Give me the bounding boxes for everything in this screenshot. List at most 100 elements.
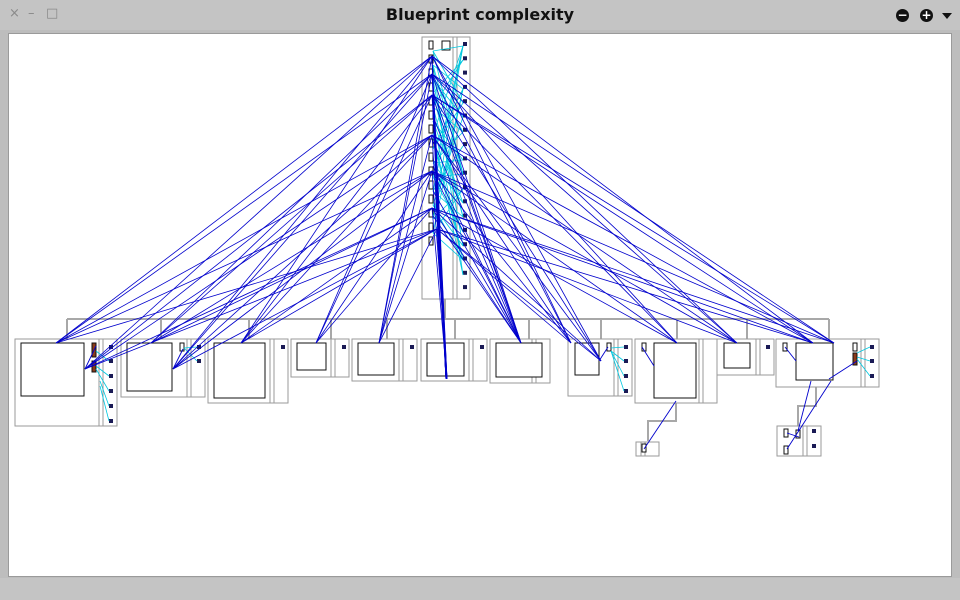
- minimize-icon[interactable]: –: [28, 6, 35, 21]
- method-mark: [641, 443, 647, 453]
- class-node: [634, 338, 718, 404]
- invocation-edge: [150, 207, 433, 344]
- invocation-edge: [828, 360, 858, 380]
- invocation-edge: [55, 134, 433, 344]
- invocation-edge: [84, 345, 97, 370]
- invocation-edge: [431, 207, 522, 344]
- attribute-mark: [463, 199, 467, 204]
- attribute-mark: [109, 345, 113, 349]
- internal-access-edge: [610, 350, 625, 392]
- method-box: [495, 342, 543, 378]
- invocation-edge: [431, 73, 835, 344]
- invocation-edge: [315, 73, 433, 344]
- collapse-icon[interactable]: −: [896, 8, 909, 22]
- invocation-edge: [315, 207, 433, 344]
- invocation-edge: [84, 207, 433, 370]
- invocation-edge: [84, 228, 438, 370]
- invocation-edge: [432, 215, 522, 344]
- expand-icon[interactable]: +: [920, 8, 933, 22]
- attribute-mark: [480, 345, 484, 349]
- invocation-edges: [55, 55, 858, 450]
- internal-access-edge: [95, 368, 110, 392]
- attribute-mark: [463, 99, 467, 104]
- class-node: [14, 338, 118, 427]
- method-box: [653, 342, 697, 399]
- attribute-mark: [197, 359, 201, 363]
- class-node: [420, 338, 488, 382]
- invocation-edge: [431, 73, 678, 344]
- attribute-mark: [463, 213, 467, 218]
- blueprint-canvas[interactable]: [8, 33, 952, 577]
- hierarchy-connector: [647, 401, 677, 441]
- attribute-mark: [870, 374, 874, 378]
- internal-access-edge: [95, 350, 110, 362]
- invocation-edge: [150, 170, 433, 344]
- attribute-mark: [463, 242, 467, 247]
- invocation-edge: [431, 134, 814, 344]
- title-bar[interactable]: × – □ Blueprint complexity − +: [0, 0, 960, 30]
- internal-access-edge: [99, 385, 110, 422]
- attribute-mark: [463, 270, 467, 275]
- invocation-edge: [378, 228, 438, 344]
- attribute-mark: [766, 345, 770, 349]
- attribute-mark: [109, 374, 113, 378]
- attribute-mark: [870, 359, 874, 363]
- close-icon[interactable]: ×: [9, 6, 20, 21]
- invocation-edge: [431, 170, 522, 344]
- invocation-edge: [435, 200, 447, 380]
- invocation-edge: [431, 207, 835, 344]
- method-box: [126, 342, 173, 392]
- internal-access-edge: [95, 365, 110, 377]
- invocation-edge: [378, 170, 433, 344]
- attribute-mark: [463, 56, 467, 61]
- method-mark: [852, 342, 858, 352]
- invocation-edge: [172, 134, 433, 370]
- invocation-edge: [431, 134, 738, 344]
- internal-access-edge: [432, 59, 464, 94]
- attribute-mark: [281, 345, 285, 349]
- access-edges: [55, 45, 871, 450]
- attribute-mark: [197, 345, 201, 349]
- class-node: [567, 338, 633, 397]
- invocation-edge: [797, 380, 812, 432]
- method-box: [441, 40, 451, 51]
- method-box: [20, 342, 85, 397]
- attribute-mark: [463, 127, 467, 132]
- internal-access-edge: [432, 45, 464, 136]
- attribute-mark: [410, 345, 414, 349]
- method-mark: [606, 342, 612, 352]
- invocation-edge: [436, 228, 814, 344]
- invocation-edge: [431, 73, 738, 344]
- invocation-edge: [431, 94, 835, 344]
- attribute-mark: [624, 345, 628, 349]
- internal-access-edge: [432, 45, 464, 192]
- method-box: [795, 342, 834, 381]
- internal-access-edge: [856, 358, 871, 377]
- method-box: [213, 342, 266, 399]
- invocation-edge: [240, 134, 433, 344]
- invocation-edge: [55, 73, 433, 344]
- menu-chevron-icon[interactable]: [942, 13, 952, 19]
- invocation-edge: [436, 228, 738, 344]
- invocation-edge: [436, 228, 602, 362]
- invocation-edge: [784, 346, 797, 362]
- invocation-edge: [172, 228, 438, 370]
- invocation-edge: [150, 73, 433, 344]
- invocation-edge: [431, 170, 835, 344]
- invocation-edge: [378, 73, 433, 344]
- hierarchy-connector: [797, 386, 817, 426]
- attribute-mark: [463, 285, 467, 290]
- attribute-mark: [870, 345, 874, 349]
- maximize-icon[interactable]: □: [46, 6, 59, 21]
- invocation-edge: [84, 94, 433, 370]
- internal-access-edge: [432, 45, 464, 52]
- invocation-edge: [240, 94, 433, 344]
- attribute-mark: [463, 156, 467, 161]
- invocation-edge: [84, 134, 433, 370]
- class-nodes: [14, 36, 880, 457]
- invocation-edge: [786, 432, 800, 438]
- class-node: [775, 338, 880, 388]
- invocation-edge: [432, 115, 522, 344]
- attribute-mark: [624, 359, 628, 363]
- method-mark: [179, 342, 185, 352]
